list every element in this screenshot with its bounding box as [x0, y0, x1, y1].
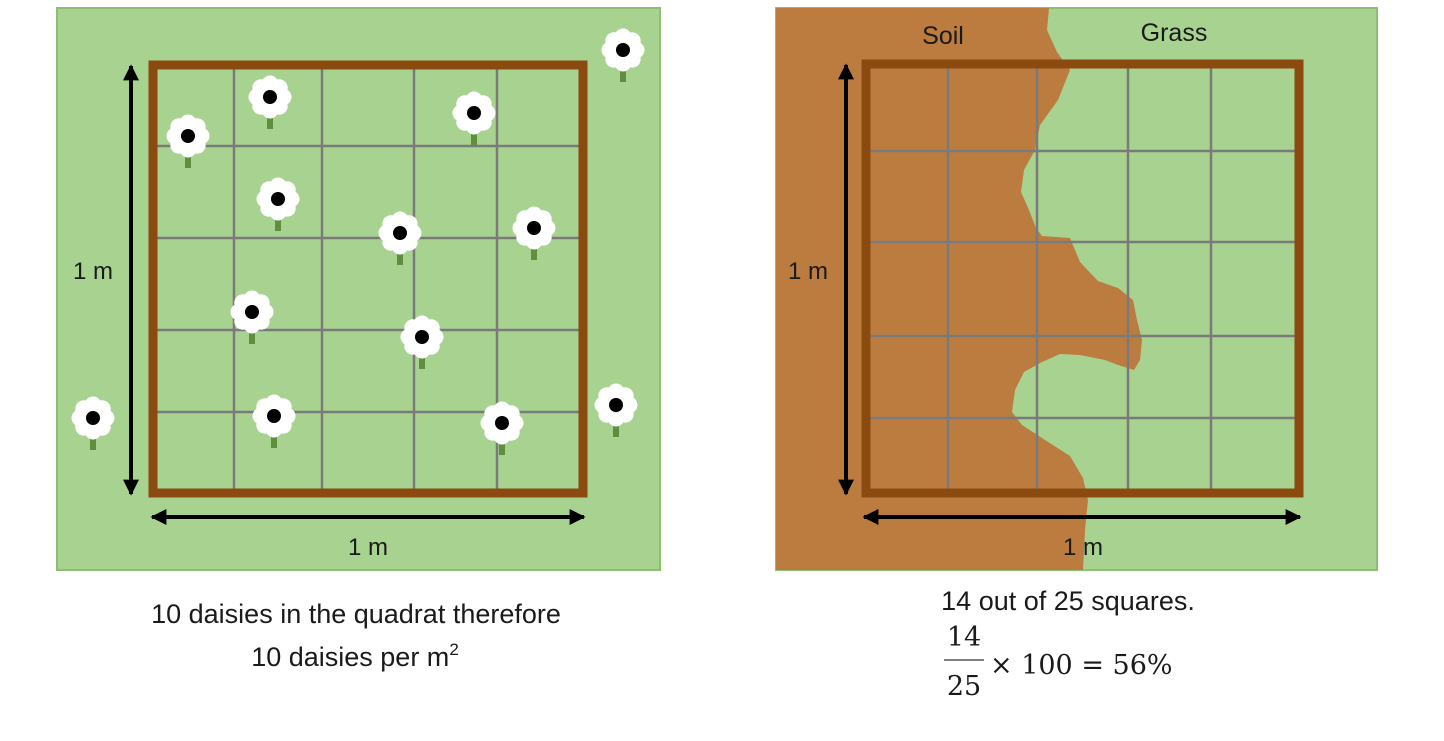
left-caption-line2-text: 10 daisies per m — [251, 642, 449, 672]
left-caption: 10 daisies in the quadrat therefore 10 d… — [151, 599, 561, 672]
daisy-icon — [166, 114, 210, 168]
equation-rest: × 100 = 56% — [990, 650, 1173, 681]
right-quadrat-frame — [861, 59, 1304, 498]
left-caption-line1: 10 daisies in the quadrat therefore — [151, 599, 561, 629]
right-caption: 14 out of 25 squares. 14 25 × 100 = 56% — [941, 586, 1195, 702]
daisy-icon — [400, 315, 444, 369]
daisy-icon — [594, 383, 638, 437]
daisy-icon — [601, 28, 645, 82]
daisy-icon — [480, 401, 524, 455]
squared-superscript: 2 — [449, 640, 458, 659]
right-panel: Soil Grass 1 m 1 m — [775, 7, 1378, 571]
daisy-icon — [248, 75, 292, 129]
left-horizontal-dimension-label: 1 m — [348, 534, 388, 561]
daisy-icon — [256, 177, 300, 231]
grass-label: Grass — [1141, 19, 1208, 47]
right-horizontal-dimension-label: 1 m — [1063, 534, 1103, 561]
fraction-denominator: 25 — [947, 671, 981, 702]
left-quadrat-frame — [148, 60, 588, 498]
daisy-icon — [452, 91, 496, 145]
daisy-icon — [252, 394, 296, 448]
soil-label: Soil — [922, 22, 964, 50]
left-caption-line2: 10 daisies per m2 — [251, 640, 459, 672]
left-grass-background — [56, 7, 661, 571]
left-vertical-dimension-label: 1 m — [73, 258, 113, 285]
left-quadrat-grid — [153, 65, 583, 493]
fraction-numerator: 14 — [947, 622, 981, 653]
daisy-icon — [512, 206, 556, 260]
daisies-group — [71, 28, 645, 455]
right-quadrat-grid — [866, 64, 1299, 493]
daisy-icon — [378, 211, 422, 265]
left-panel: 1 m 1 m — [56, 7, 661, 571]
right-vertical-dimension-label: 1 m — [788, 258, 828, 285]
daisy-icon — [230, 290, 274, 344]
right-caption-line1: 14 out of 25 squares. — [941, 586, 1195, 616]
daisy-icon — [71, 396, 115, 450]
